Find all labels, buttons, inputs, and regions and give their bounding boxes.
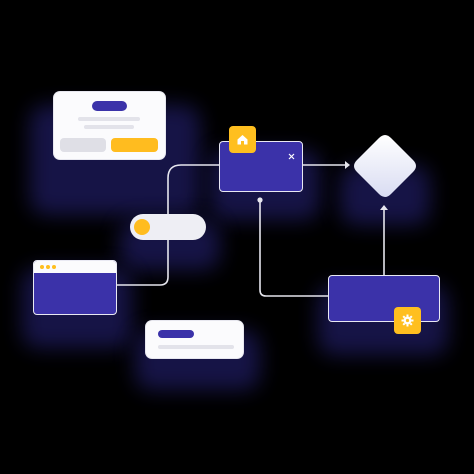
connector-node xyxy=(257,197,263,203)
card-bottom-text-line xyxy=(158,345,234,349)
gear-icon xyxy=(394,307,421,334)
popup-text-line xyxy=(78,117,140,121)
popup-title-pill xyxy=(92,101,127,111)
arrow-head-up xyxy=(380,205,388,210)
card-bottom xyxy=(146,321,243,358)
toggle-knob xyxy=(134,219,150,235)
close-icon[interactable] xyxy=(288,147,295,160)
card-bottom-title-pill xyxy=(158,330,194,338)
home-icon xyxy=(229,126,256,153)
connector-toggle-to-window-top xyxy=(167,164,220,226)
window-dot-3 xyxy=(52,265,56,269)
window-right xyxy=(328,275,440,322)
connector-window-top-to-window-right xyxy=(259,200,328,297)
toggle-switch[interactable] xyxy=(130,214,206,240)
popup-confirm-button[interactable] xyxy=(111,138,158,152)
window-left-titlebar xyxy=(34,261,116,273)
window-dot-2 xyxy=(46,265,50,269)
popup-text-line-short xyxy=(84,125,134,129)
popup-cancel-button[interactable] xyxy=(60,138,106,152)
window-dot-1 xyxy=(40,265,44,269)
popup-card xyxy=(54,92,165,159)
connector-window-left-to-toggle xyxy=(116,240,169,286)
arrow-head-right xyxy=(345,161,350,169)
decision-diamond xyxy=(352,133,418,199)
window-left xyxy=(33,260,117,315)
